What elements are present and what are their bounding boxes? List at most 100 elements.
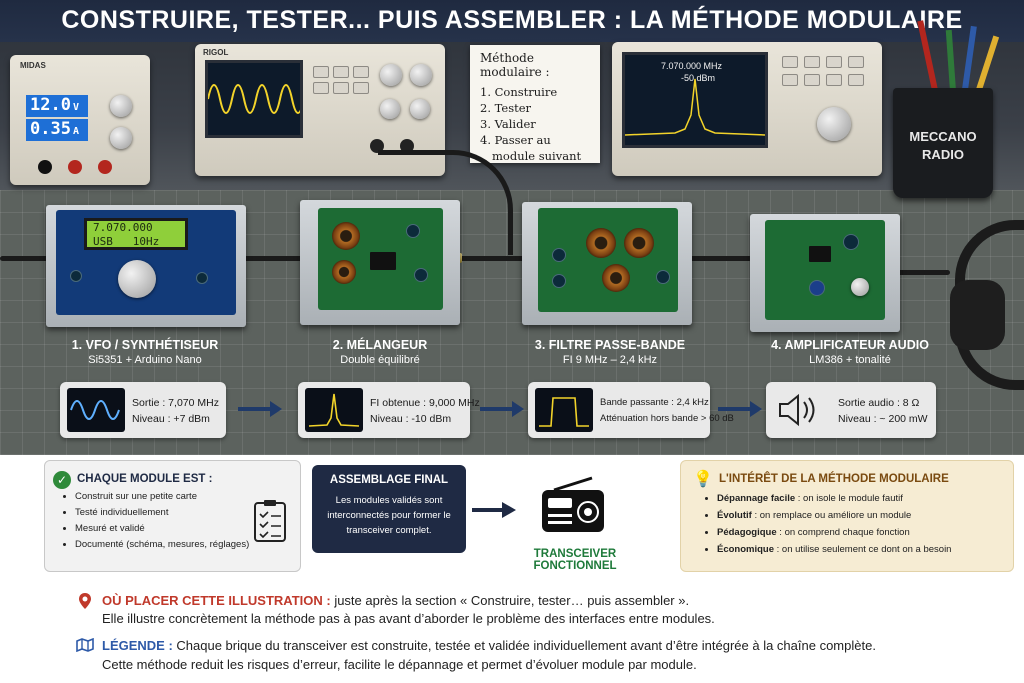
headphone-cup <box>950 280 1005 350</box>
module-subtitle: LM386 + tonalité <box>809 354 891 366</box>
capacitor <box>406 224 420 238</box>
info-line: Niveau : +7 dBm <box>132 413 210 425</box>
capacitor <box>552 274 566 288</box>
terminal-red-2 <box>98 160 112 174</box>
assemblage-text: Les modules validés sont interconnectés … <box>327 495 451 536</box>
mug-text-line2: RADIO <box>922 147 964 162</box>
module-title: 3. FILTRE PASSE-BANDE <box>534 338 686 352</box>
list-item: Mesuré et validé <box>75 523 249 534</box>
transceiver-label: TRANSCEIVER FONCTIONNEL <box>533 548 617 572</box>
note-item: 2. Tester <box>480 101 532 115</box>
coax-cable <box>240 256 330 261</box>
note-item: module suivant <box>492 149 582 163</box>
coax-cable <box>455 256 555 261</box>
clipboard-checklist-icon <box>254 500 286 542</box>
mixer-board <box>318 208 443 310</box>
footer-legende-line1: LÉGENDE : Chaque brique du transceiver e… <box>102 638 876 653</box>
meccano-radio-mug: MECCANO RADIO <box>893 88 993 198</box>
coax-cable <box>890 270 950 275</box>
scope-button <box>353 66 369 78</box>
assemblage-title: ASSEMBLAGE FINAL <box>329 474 449 486</box>
scope-button <box>313 82 329 94</box>
analyzer-button <box>782 56 798 68</box>
capacitor <box>843 234 859 250</box>
oscilloscope-sine-trace <box>207 84 305 114</box>
coax-cable <box>0 256 70 261</box>
footer-placer-line2: Elle illustre concrètement la méthode pa… <box>102 611 715 626</box>
main-title: CONSTRUIRE, TESTER... PUIS ASSEMBLER : L… <box>61 6 963 34</box>
spectrum-freq: 7.070.000 MHz <box>661 61 723 71</box>
probe-cable <box>378 150 513 255</box>
panel-title: CHAQUE MODULE EST : <box>77 473 213 485</box>
toroid-coil <box>332 222 360 250</box>
info-line: FI obtenue : 9,000 MHz <box>370 397 480 409</box>
capacitor <box>196 272 208 284</box>
list-item: Économique : on utilise seulement ce don… <box>717 544 951 555</box>
module-info-card-2: FI obtenue : 9,000 MHz Niveau : -10 dBm <box>298 382 480 438</box>
capacitor <box>809 280 825 296</box>
ic-chip <box>809 246 831 262</box>
list-item: Dépannage facile : on isole le module fa… <box>717 493 951 504</box>
coax-cable <box>670 256 765 261</box>
vfo-board: 7.070.000 USB 10Hz <box>56 210 236 315</box>
list-item: Pédagogique : on comprend chaque fonctio… <box>717 527 951 538</box>
panel-chaque-module: ✓ CHAQUE MODULE EST : Construit sur une … <box>44 460 301 572</box>
note-item: 1. Construire <box>480 85 558 99</box>
vfo-lcd: 7.070.000 USB 10Hz <box>84 218 188 250</box>
oscilloscope-brand: RIGOL <box>203 48 229 57</box>
sine-wave-icon <box>67 388 125 432</box>
module-subtitle: Double équilibré <box>340 354 420 366</box>
vfo-tuning-knob <box>118 260 156 298</box>
spectrum-analyzer: 7.070.000 MHz -50 dBm <box>612 42 882 176</box>
info-line: Atténuation hors bande > 60 dB <box>600 413 734 424</box>
footer-placer-line1: OÙ PLACER CETTE ILLUSTRATION : juste apr… <box>102 593 690 608</box>
map-icon <box>76 638 94 652</box>
module-label-2: 2. MÉLANGEUR Double équilibré <box>290 338 470 366</box>
info-line: Sortie audio : 8 Ω <box>838 397 920 409</box>
analyzer-button <box>826 56 842 68</box>
module-label-1: 1. VFO / SYNTHÉTISEUR Si5351 + Arduino N… <box>55 338 235 366</box>
analyzer-button <box>804 74 820 86</box>
module-info-card-4: Sortie audio : 8 Ω Niveau : ~ 200 mW <box>766 382 936 438</box>
title-band <box>0 0 1024 42</box>
lightbulb-icon: 💡 <box>693 471 713 488</box>
scope-button <box>333 66 349 78</box>
scope-knob <box>380 64 402 86</box>
ic-chip <box>370 252 396 270</box>
panel-title: L'INTÉRÊT DE LA MÉTHODE MODULAIRE <box>719 473 949 485</box>
toroid-coil <box>624 228 654 258</box>
bandpass-icon <box>535 388 593 432</box>
current-knob <box>110 127 132 149</box>
terminal-black <box>38 160 52 174</box>
note-item: 3. Valider <box>480 117 536 131</box>
power-supply-brand: MIDAS <box>20 61 46 70</box>
scope-knob <box>410 99 430 119</box>
volume-knob <box>851 278 869 296</box>
capacitor <box>414 268 428 282</box>
analyzer-button <box>848 74 864 86</box>
module-title: 4. AMPLIFICATEUR AUDIO <box>771 338 929 352</box>
location-pin-icon <box>79 593 91 609</box>
capacitor <box>656 270 670 284</box>
note-title: Méthode modulaire : <box>480 51 550 79</box>
method-note-card: Méthode modulaire : 1. Construire 2. Tes… <box>470 45 600 163</box>
footer-legende-line2: Cette méthode reduit les risques d’erreu… <box>102 657 697 672</box>
toroid-coil <box>602 264 630 292</box>
arrow-right-icon <box>480 401 524 417</box>
capacitor <box>70 270 82 282</box>
panel-interet: 💡 L'INTÉRÊT DE LA MÉTHODE MODULAIRE Dépa… <box>680 460 1014 572</box>
mug-text-line1: MECCANO <box>909 129 977 144</box>
module-subtitle: Si5351 + Arduino Nano <box>88 354 202 366</box>
probe-input <box>370 139 384 153</box>
module-info-card-1: Sortie : 7,070 MHz Niveau : +7 dBm <box>60 382 226 438</box>
toroid-coil <box>332 260 356 284</box>
info-line: Sortie : 7,070 MHz <box>132 397 219 409</box>
capacitor <box>552 248 566 262</box>
list-item: Testé individuellement <box>75 507 249 518</box>
module-criteria-list: Construit sur une petite carte Testé ind… <box>61 491 249 555</box>
list-item: Documenté (schéma, mesures, réglages) <box>75 539 249 550</box>
probe-input-2 <box>400 139 414 153</box>
module-label-4: 4. AMPLIFICATEUR AUDIO LM386 + tonalité <box>760 338 940 366</box>
